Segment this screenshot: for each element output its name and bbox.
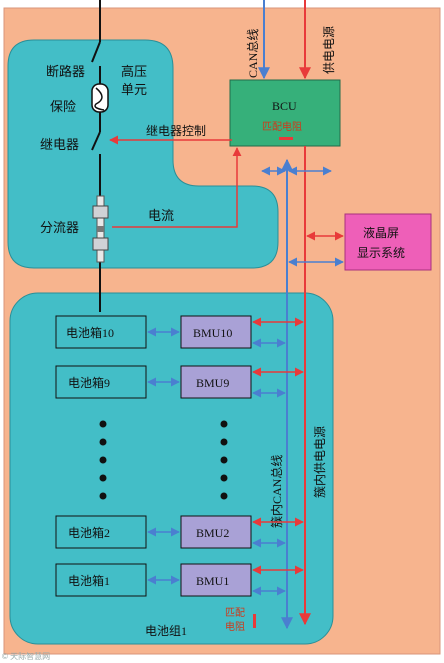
- bcu-resistor-icon: [279, 137, 293, 140]
- hv-unit-panel: [7, 39, 279, 269]
- battery-group-label: 电池组1: [145, 624, 187, 638]
- bmu-label: BMU9: [196, 376, 229, 390]
- battery-box-label: 电池箱9: [68, 375, 110, 390]
- bmu-box: [180, 563, 252, 597]
- bmu-label: BMU1: [196, 574, 229, 588]
- lcd-label-line2: 显示系统: [357, 246, 405, 260]
- ellipsis-bmus: [220, 420, 228, 500]
- lcd-label-line1: 液晶屏: [363, 225, 399, 240]
- battery-box-label: 电池箱2: [68, 525, 110, 540]
- fuse-label: 保险: [50, 99, 76, 114]
- battery-row-2: 电池箱2 BMU2: [55, 515, 304, 549]
- bcu-box: [229, 79, 341, 147]
- battery-box: [55, 563, 147, 597]
- current-signal-arrow: [112, 147, 242, 228]
- battery-box-label: 电池箱1: [68, 573, 110, 588]
- bottom-resistor-label-2: 电阻: [225, 620, 245, 633]
- shunt-icon: [92, 195, 109, 263]
- shunt-label: 分流器: [40, 220, 79, 235]
- battery-box: [55, 515, 147, 549]
- bottom-resistor-label-1: 匹配: [225, 607, 245, 619]
- bottom-resistor-icon: [253, 614, 256, 628]
- bmu-label: BMU2: [196, 526, 229, 540]
- battery-box-label: 电池箱10: [66, 325, 114, 340]
- bcu-label: BCU: [272, 99, 297, 113]
- relay-control-label: 继电器控制: [146, 124, 206, 138]
- battery-box: [55, 315, 147, 349]
- battery-row-10: 电池箱10 BMU10: [55, 315, 304, 349]
- cluster-power-label: 簇内供电电源: [312, 426, 327, 498]
- hv-wiring: [91, 0, 101, 312]
- ellipsis-battery-boxes: [99, 420, 107, 500]
- battery-box: [55, 365, 147, 399]
- bcu-matching-resistor-label: 匹配电阻: [262, 120, 302, 133]
- bmu-box: [180, 365, 252, 399]
- battery-row-1: 电池箱1 BMU1: [55, 563, 304, 597]
- bmu-label: BMU10: [193, 326, 232, 340]
- lcd-box: [344, 213, 432, 271]
- bmu-box: [180, 315, 252, 349]
- power-supply-label: 供电电源: [322, 26, 336, 74]
- current-label: 电流: [148, 208, 174, 223]
- fuse-icon: [91, 83, 109, 113]
- cluster-can-label: 簇内CAN总线: [269, 455, 284, 528]
- watermark-text: © 天际智慧网: [2, 651, 50, 661]
- battery-row-9: 电池箱9 BMU9: [55, 365, 304, 399]
- bmu-box: [180, 515, 252, 549]
- can-bus-label: CAN总线: [246, 29, 260, 78]
- hv-unit-label-1: 高压: [121, 64, 147, 79]
- relay-label: 继电器: [40, 137, 79, 152]
- circuit-breaker-label: 断路器: [46, 64, 85, 79]
- hv-unit-label-2: 单元: [121, 82, 147, 97]
